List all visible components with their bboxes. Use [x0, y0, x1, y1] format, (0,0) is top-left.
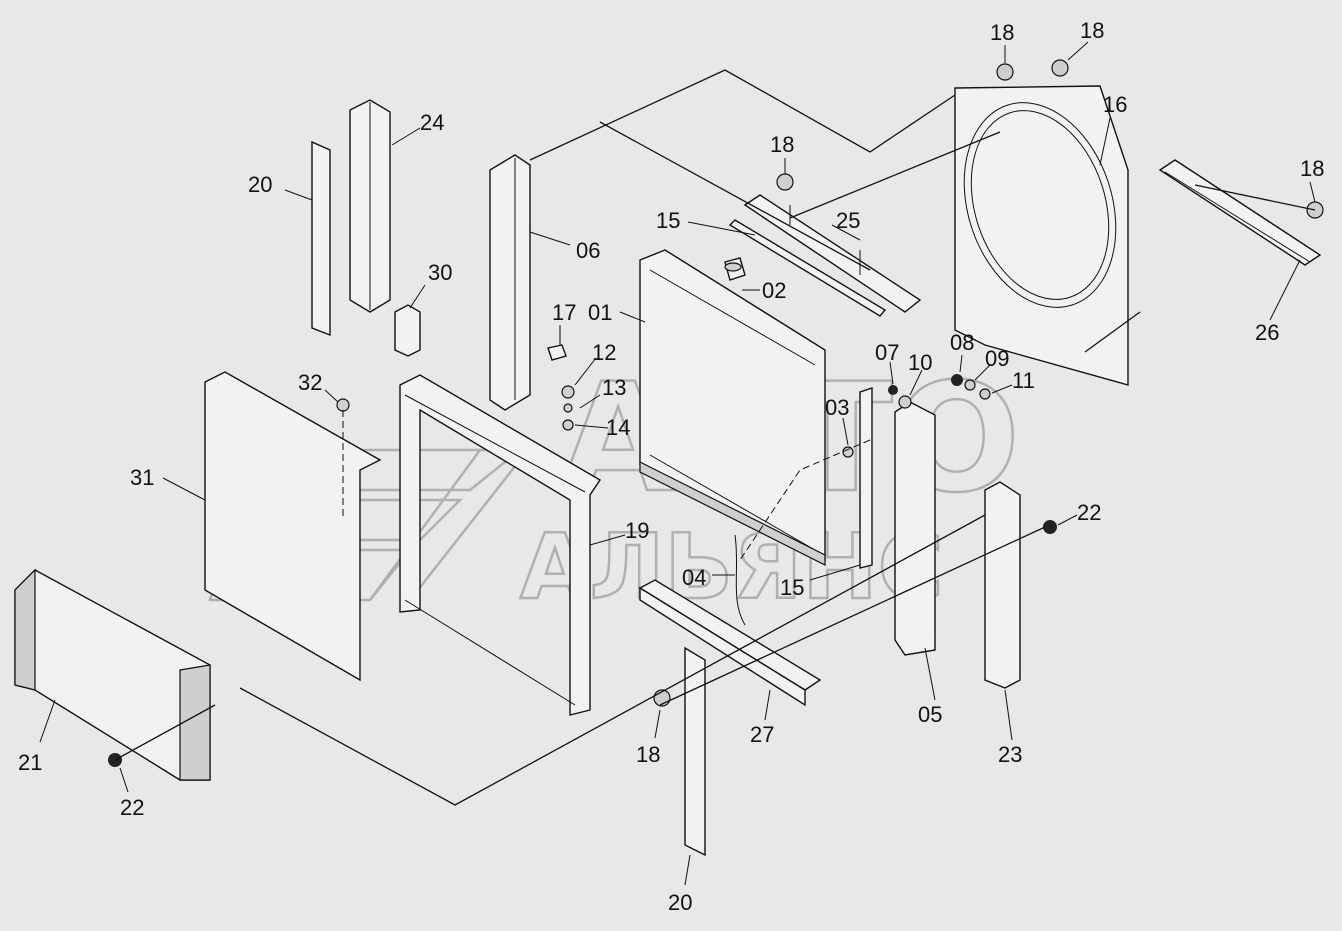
- label-p23: 23: [998, 742, 1022, 767]
- bolt-14-icon: [562, 419, 574, 431]
- bushing-03-icon: [842, 446, 854, 458]
- side-plate-20-lower: [684, 646, 706, 857]
- label-p32: 32: [298, 370, 322, 395]
- bolt-18c-icon: [776, 173, 794, 191]
- bolt-11-icon: [979, 388, 991, 400]
- bolt-18b-icon: [1051, 59, 1069, 77]
- label-p05: 05: [918, 702, 942, 727]
- label-p30: 30: [428, 260, 452, 285]
- washer-08-icon: [951, 374, 963, 386]
- intercooler-21: [14, 568, 211, 781]
- panel-31: [204, 371, 382, 682]
- side-plate-20-upper: [311, 140, 331, 337]
- assembly-lines: [114, 69, 1316, 806]
- label-p01: 01: [588, 300, 612, 325]
- side-plate-24: [349, 99, 391, 313]
- radiator-core: [639, 249, 826, 566]
- label-p04: 04: [682, 565, 706, 590]
- nut-22a-icon: [1043, 520, 1057, 534]
- label-p22a: 22: [1077, 500, 1101, 525]
- label-p17: 17: [552, 300, 576, 325]
- side-column-06: [489, 154, 531, 411]
- upper-bracket-25: [743, 194, 922, 313]
- cap-02-icon: [724, 262, 742, 272]
- label-p21: 21: [18, 750, 42, 775]
- label-p22b: 22: [120, 795, 144, 820]
- label-p06: 06: [576, 238, 600, 263]
- washer-10-icon: [898, 395, 912, 409]
- seal-strip-15-upper: [728, 219, 887, 317]
- washer-12-icon: [561, 385, 575, 399]
- label-p15b: 15: [780, 575, 804, 600]
- label-p20a: 20: [248, 172, 272, 197]
- label-p11: 11: [1012, 368, 1035, 393]
- label-p09: 09: [985, 346, 1009, 371]
- seal-strip-03: [859, 387, 873, 569]
- label-p18c: 18: [770, 132, 794, 157]
- nut-07-icon: [888, 385, 898, 395]
- washer-09-icon: [964, 379, 976, 391]
- label-p18e: 18: [636, 742, 660, 767]
- label-p24: 24: [420, 110, 444, 135]
- hose-04: [734, 534, 746, 626]
- leader-lines: [39, 41, 1316, 886]
- label-p13: 13: [602, 375, 626, 400]
- label-p07: 07: [875, 340, 899, 365]
- side-plate-23: [984, 481, 1021, 689]
- side-column-05: [894, 401, 936, 656]
- label-p31: 31: [130, 465, 154, 490]
- label-p25: 25: [836, 208, 860, 233]
- cross-beam-27: [638, 579, 822, 707]
- label-p16: 16: [1103, 92, 1127, 117]
- label-p20b: 20: [668, 890, 692, 915]
- label-p18a: 18: [990, 20, 1014, 45]
- label-p27: 27: [750, 722, 774, 747]
- part-labels: 18 18 24 16 20 18 18 15 25 06 30 02 26 1…: [18, 18, 1324, 915]
- label-p14: 14: [606, 415, 630, 440]
- label-p19: 19: [625, 518, 649, 543]
- label-p08: 08: [950, 330, 974, 355]
- fan-shroud: [954, 85, 1129, 386]
- label-p18b: 18: [1080, 18, 1104, 43]
- washer-13-icon: [563, 403, 573, 413]
- label-p18d: 18: [1300, 156, 1324, 181]
- radiator-frame-19: [399, 374, 601, 716]
- label-p02: 02: [762, 278, 786, 303]
- label-p10: 10: [908, 350, 932, 375]
- label-p15a: 15: [656, 208, 680, 233]
- clip-17: [547, 344, 567, 361]
- bolt-32-icon: [336, 398, 350, 412]
- top-bracket-26: [1158, 159, 1322, 266]
- label-p26: 26: [1255, 320, 1279, 345]
- block-30: [394, 304, 421, 357]
- label-p03: 03: [825, 395, 849, 420]
- bolt-18a-icon: [996, 63, 1014, 81]
- label-p12: 12: [592, 340, 616, 365]
